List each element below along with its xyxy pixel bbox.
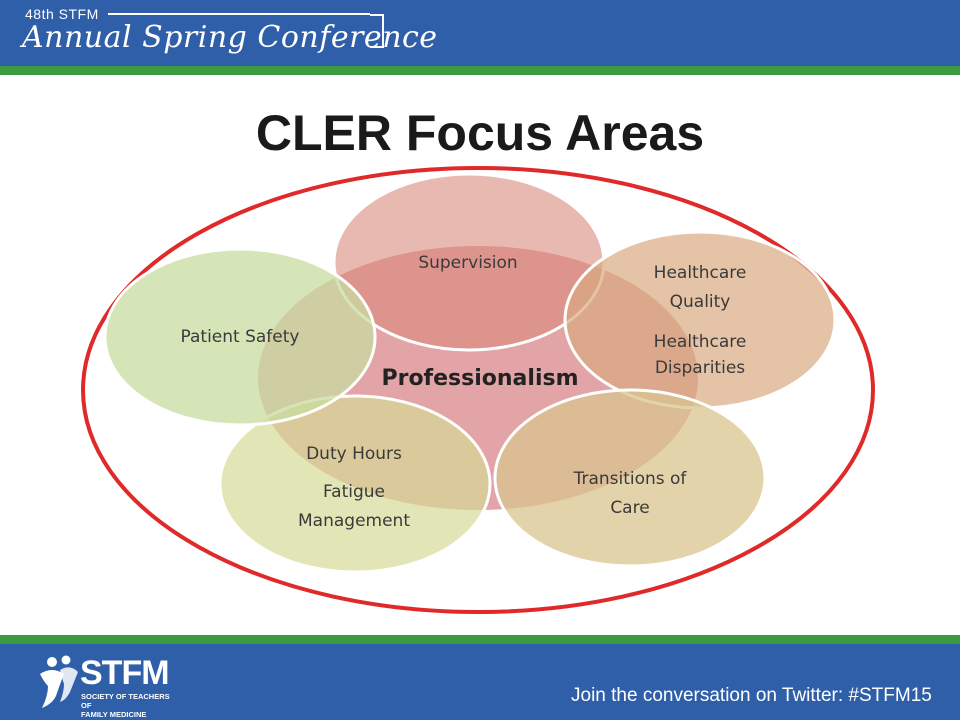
- conference-name: Annual Spring Conference: [22, 20, 438, 55]
- header-bracket-line: [108, 13, 370, 15]
- label-transitions-1: Transitions of: [573, 469, 688, 489]
- conference-edition: 48th STFM: [25, 6, 99, 22]
- petal-transitions: [493, 388, 767, 568]
- header-green-rule: [0, 66, 960, 75]
- label-transitions-2: Care: [610, 498, 649, 518]
- logo-subtext-line-2: FAMILY MEDICINE: [81, 710, 147, 719]
- label-healthcare-disparities-2: Disparities: [655, 358, 745, 378]
- label-fatigue-2: Management: [298, 511, 410, 531]
- label-healthcare-disparities-1: Healthcare: [654, 332, 747, 352]
- label-duty-hours: Duty Hours: [306, 444, 402, 464]
- label-fatigue-1: Fatigue: [323, 482, 385, 502]
- petal-healthcare: [563, 230, 837, 410]
- label-supervision: Supervision: [418, 253, 517, 273]
- petal-patient-safety: [103, 247, 377, 427]
- logo-wordmark: STFM: [80, 654, 170, 692]
- petal-duty-hours: [218, 394, 492, 574]
- logo-subtext-line-1: SOCIETY OF TEACHERS OF: [81, 692, 170, 710]
- twitter-callout: Join the conversation on Twitter: #STFM1…: [571, 685, 932, 706]
- label-patient-safety: Patient Safety: [181, 327, 300, 347]
- stfm-logo-icon: [40, 655, 78, 708]
- logo-subtext: SOCIETY OF TEACHERS OF FAMILY MEDICINE: [81, 692, 181, 719]
- header-band: [0, 0, 960, 66]
- header-bracket: [370, 14, 384, 48]
- label-healthcare-quality-1: Healthcare: [654, 263, 747, 283]
- slide-title: CLER Focus Areas: [255, 105, 705, 161]
- outer-ring: [81, 166, 875, 614]
- center-label: Professionalism: [381, 366, 578, 391]
- footer-green-rule: [0, 635, 960, 644]
- footer-band: [0, 644, 960, 720]
- label-healthcare-quality-2: Quality: [670, 292, 731, 312]
